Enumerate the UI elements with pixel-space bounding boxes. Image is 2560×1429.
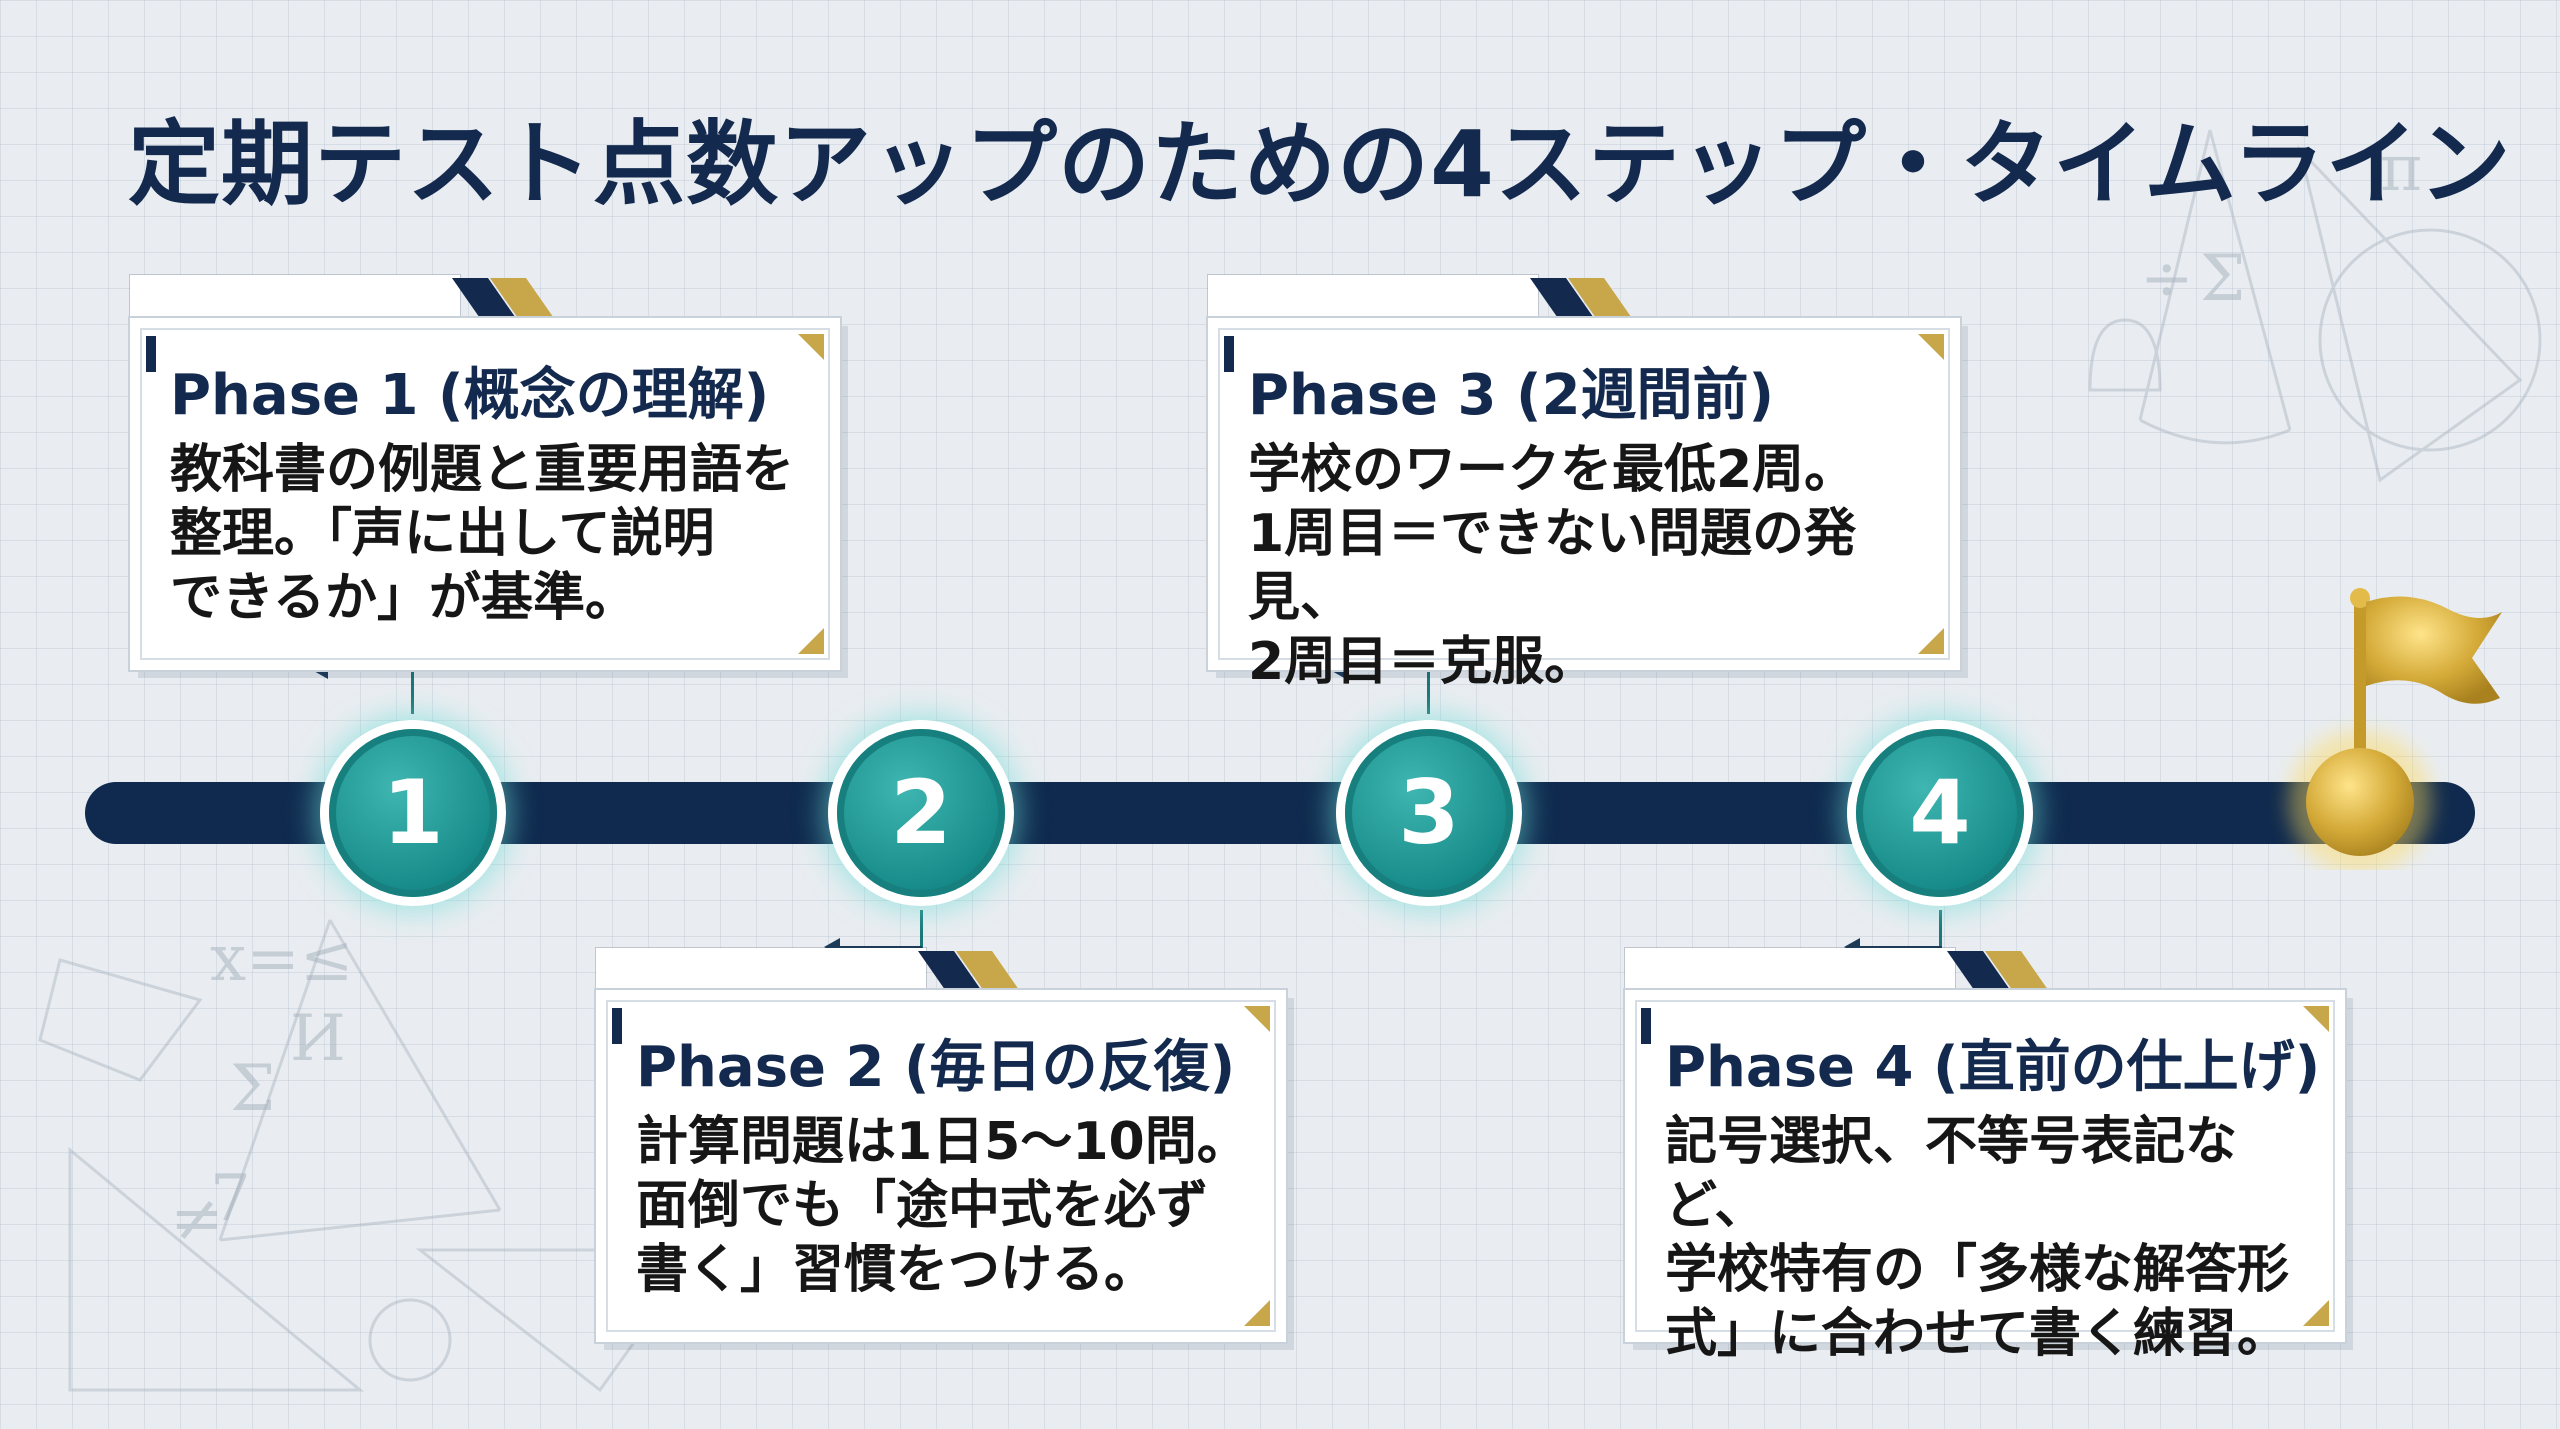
svg-text:И: И (290, 1002, 346, 1076)
step-card-title: Phase 4 (直前の仕上げ) (1665, 1035, 2321, 1100)
page-title: 定期テスト点数アップのための4ステップ・タイムライン (128, 111, 2512, 218)
step-card-text: 計算問題は1日5～10問。 面倒でも「途中式を必ず 書く」習慣をつける。 (636, 1112, 1249, 1300)
svg-text:x=≤: x=≤ (210, 922, 353, 996)
step-card-title: Phase 1 (概念の理解) (170, 363, 770, 428)
card-tab-1 (130, 275, 460, 325)
connector-arrow-line-3 (1344, 669, 1430, 672)
card-accent-bar (612, 1008, 622, 1044)
step-card-text: 教科書の例題と重要用語を 整理。「声に出して説明 できるか」が基準。 (170, 440, 795, 628)
svg-text:≠: ≠ (170, 1182, 224, 1256)
connector-arrow-line-1 (326, 669, 414, 672)
card-tab-2 (596, 948, 926, 998)
svg-text:Σ: Σ (230, 1052, 275, 1126)
svg-text:7: 7 (210, 1162, 251, 1236)
card-tab-4 (1625, 948, 1955, 998)
card-stripes-2 (918, 951, 1024, 997)
step-node-inner: 3 (1345, 729, 1513, 897)
svg-text:Σ: Σ (2200, 242, 2245, 316)
gold-flag-icon (2288, 588, 2502, 870)
step-card-text: 学校のワークを最低2周。 1周目＝できない問題の発見、 2周目＝克服。 (1248, 440, 1857, 692)
step-node-4[interactable]: 4 (1847, 720, 2033, 906)
svg-text:π: π (2380, 132, 2422, 206)
step-card-title: Phase 3 (2週間前) (1248, 363, 1775, 428)
card-frame (140, 328, 830, 660)
card-corner-top-right (1918, 334, 1944, 360)
svg-text:÷: ÷ (2140, 242, 2194, 316)
card-stripes-4 (1947, 951, 2053, 997)
card-stripes-1 (452, 278, 558, 324)
connector-arrow-line-4 (1858, 946, 1942, 949)
step-node-3[interactable]: 3 (1336, 720, 1522, 906)
step-node-inner: 2 (837, 729, 1005, 897)
step-card-2: Phase 2 (毎日の反復) 計算問題は1日5～10問。 面倒でも「途中式を必… (596, 990, 1286, 1342)
card-corner-top-right (2303, 1006, 2329, 1032)
step-number: 2 (890, 761, 952, 864)
card-corner-top-right (1244, 1006, 1270, 1032)
step-node-inner: 4 (1856, 729, 2024, 897)
connector-line-3 (1427, 670, 1430, 714)
card-accent-bar (1641, 1008, 1651, 1044)
card-frame (1635, 1000, 2335, 1332)
card-frame (606, 1000, 1276, 1332)
connector-line-1 (411, 670, 414, 714)
card-corner-bottom-right (798, 628, 824, 654)
card-corner-top-right (798, 334, 824, 360)
card-frame (1218, 328, 1950, 660)
step-node-inner: 1 (329, 729, 497, 897)
step-card-text: 記号選択、不等号表記など、 学校特有の「多様な解答形 式」に合わせて書く練習。 (1665, 1112, 2290, 1364)
step-node-2[interactable]: 2 (828, 720, 1014, 906)
card-stripes-3 (1530, 278, 1636, 324)
card-tab-3 (1208, 275, 1538, 325)
step-card-3: Phase 3 (2週間前) 学校のワークを最低2周。 1周目＝できない問題の発… (1208, 318, 1960, 692)
step-number: 3 (1398, 761, 1460, 864)
card-accent-bar (1224, 336, 1234, 372)
connector-line-2 (920, 910, 923, 950)
step-number: 4 (1909, 761, 1971, 864)
step-node-1[interactable]: 1 (320, 720, 506, 906)
card-corner-bottom-right (1244, 1300, 1270, 1326)
step-card-1: Phase 1 (概念の理解) 教科書の例題と重要用語を 整理。「声に出して説明… (130, 318, 840, 670)
card-corner-bottom-right (1918, 628, 1944, 654)
connector-arrow-line-2 (838, 946, 922, 949)
step-number: 1 (382, 761, 444, 864)
connector-line-4 (1939, 910, 1942, 950)
card-corner-bottom-right (2303, 1300, 2329, 1326)
step-card-title: Phase 2 (毎日の反復) (636, 1035, 1236, 1100)
card-accent-bar (146, 336, 156, 372)
step-card-4: Phase 4 (直前の仕上げ) 記号選択、不等号表記など、 学校特有の「多様な… (1625, 990, 2345, 1364)
